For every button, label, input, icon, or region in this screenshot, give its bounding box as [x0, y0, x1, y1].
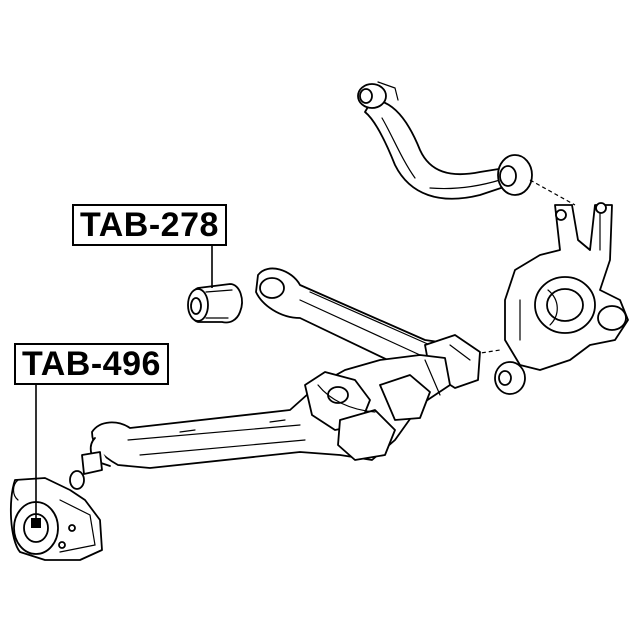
part-label-tab278: TAB-278 [72, 204, 227, 246]
bushing-tab496 [10, 477, 103, 561]
part-label-tab496: TAB-496 [14, 343, 169, 385]
upper-control-arm [357, 81, 576, 206]
leader-marker-tab496 [31, 518, 41, 528]
steering-knuckle [467, 202, 629, 395]
bushing-tab278 [187, 283, 243, 324]
trailing-arm [69, 354, 451, 490]
